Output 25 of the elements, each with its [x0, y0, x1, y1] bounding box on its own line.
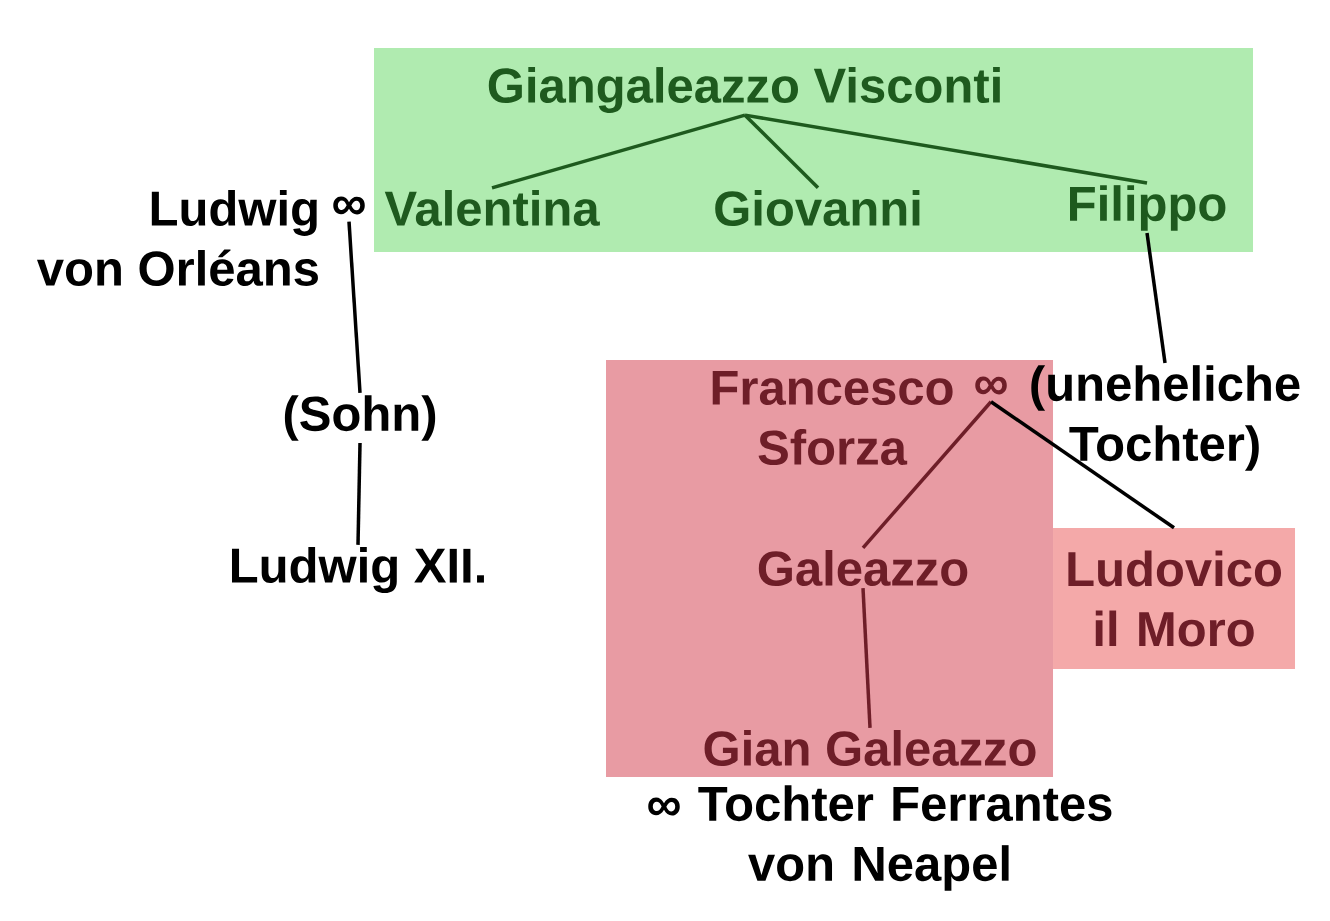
- name-label: (Sohn): [284, 395, 436, 441]
- name-label: Gian Galeazzo: [704, 730, 1036, 766]
- family-line: [1145, 232, 1167, 364]
- name-label: Giangaleazzo Visconti: [488, 67, 1000, 113]
- name-label: (uneheliche Tochter): [1031, 365, 1300, 471]
- marriage-symbol: ∞: [975, 376, 1007, 395]
- name-label: Valentina: [384, 190, 600, 226]
- family-line: [744, 113, 1148, 185]
- family-line: [347, 221, 362, 394]
- family-line: [743, 113, 820, 190]
- name-label: Francesco Sforza: [712, 370, 953, 466]
- family-line: [356, 443, 362, 545]
- family-line: [861, 588, 872, 728]
- family-line: [990, 400, 1175, 530]
- family-line: [861, 400, 993, 549]
- spouse-note: ∞ Tochter Ferrantes von Neapel: [648, 785, 1112, 891]
- name-box: Ludovico il Moro: [1053, 528, 1295, 669]
- family-line: [491, 113, 746, 190]
- marriage-symbol: ∞: [333, 196, 365, 215]
- name-label: Ludwig XII.: [232, 547, 484, 593]
- name-label: Filippo: [1070, 185, 1226, 231]
- name-label: Ludwig von Orléans: [37, 190, 318, 286]
- family-box: [374, 48, 1253, 252]
- name-label: Galeazzo: [758, 550, 968, 586]
- name-label: Giovanni: [715, 190, 920, 226]
